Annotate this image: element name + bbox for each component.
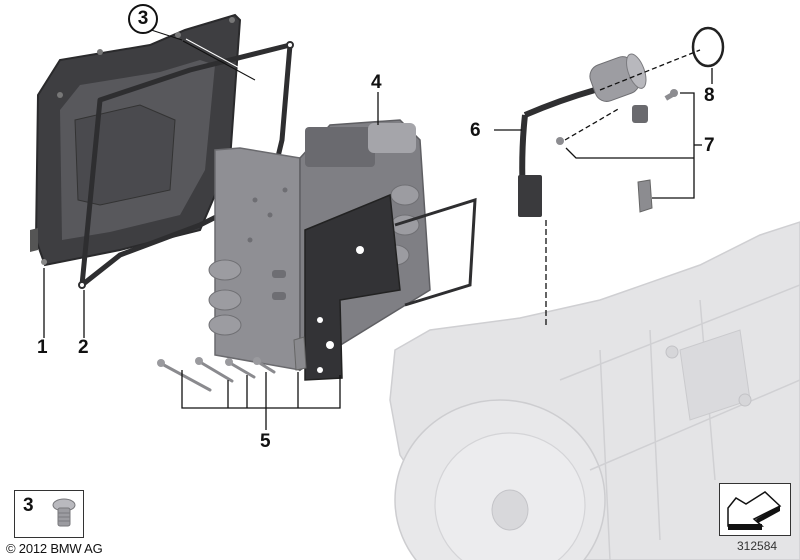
oil-pan-gasket — [78, 41, 294, 289]
diagram-id: 312584 — [737, 539, 778, 553]
callout-5: 5 — [260, 431, 271, 452]
transmission-housing — [389, 221, 800, 560]
bolt-set — [160, 360, 276, 392]
clip — [293, 336, 307, 371]
callout-3-circled: 3 — [128, 4, 158, 34]
oil-pan — [30, 13, 242, 267]
separator-gasket — [304, 193, 477, 381]
callout-4: 4 — [371, 72, 382, 93]
callout-8: 8 — [704, 85, 715, 106]
copyright-notice: © 2012 BMW AG — [6, 541, 103, 556]
inset-label: 3 — [23, 495, 34, 516]
screws-retainer — [556, 89, 678, 213]
wiring-harness — [518, 53, 648, 217]
callout-6: 6 — [470, 120, 481, 141]
leader-lines — [43, 49, 713, 430]
callout-2: 2 — [78, 337, 89, 358]
back-arrow-button[interactable] — [719, 483, 791, 536]
callout-1: 1 — [37, 337, 48, 358]
callout-7: 7 — [704, 135, 715, 156]
o-ring — [691, 26, 725, 68]
inset-screw-detail: 3 — [14, 490, 84, 538]
arrow-back-icon — [727, 491, 782, 530]
screw-icon — [52, 498, 76, 527]
